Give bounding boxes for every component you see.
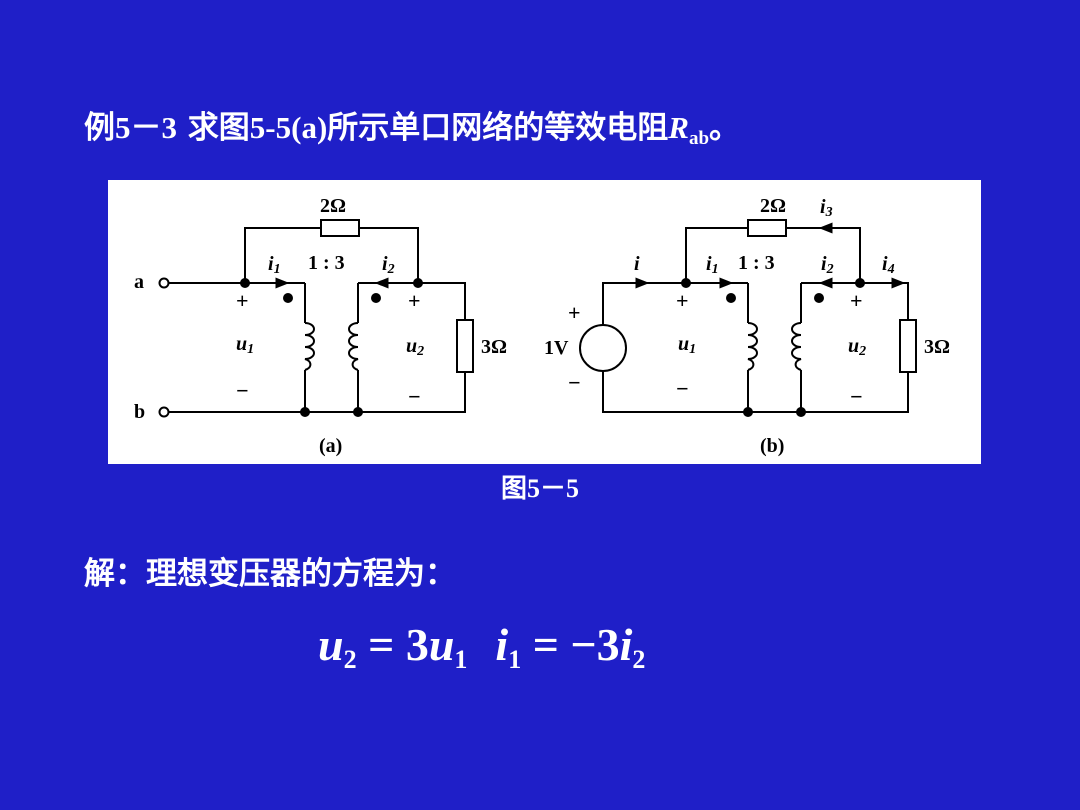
label-i1-a: i1 [268,253,281,277]
title-text: 所示单口网络的等效电阻 [327,110,669,146]
label-ratio-b: 1 : 3 [738,252,775,274]
label-i2-b: i2 [821,253,834,277]
voltage-source [579,324,627,372]
plus-u1-b: + [676,288,689,313]
label-u1-b: u1 [678,333,696,357]
resistance-symbol: R [668,110,689,145]
label-source-b: 1V [544,337,569,359]
nodes [240,278,865,417]
label-i4-b: i4 [882,253,895,277]
label-2ohm-a: 2Ω [320,195,346,217]
minus-u1-a: − [236,378,249,403]
circuit-figure: 2Ω i1 1 : 3 i2 a b + − u1 + − u2 3Ω (a) … [108,180,981,464]
label-fig-a: (a) [319,435,342,457]
equation-current: i1 = −3i2 [495,619,646,674]
label-i-b: i [634,253,640,275]
figure-reference: 5-5(a) [249,110,328,145]
label-fig-b: (b) [760,435,784,457]
dot-primary-a [283,293,293,303]
label-i2-a: i2 [382,253,395,277]
label-terminal-a: a [134,271,144,293]
title-suffix: 。 [709,110,741,146]
title-prefix: 例 [84,110,115,146]
label-3ohm-b: 3Ω [924,336,950,358]
dot-secondary-a [371,293,381,303]
equation-voltage: u2 = 3u1 [318,619,468,674]
dot-secondary-b [814,293,824,303]
minus-u1-b: − [676,376,689,401]
example-number: 5－3 [115,110,177,145]
circuit-a-wires [168,227,466,413]
terminal-a [158,277,170,289]
resistor-2ohm-a [320,219,360,237]
resistor-2ohm-b [747,219,787,237]
transformer-equations: u2 = 3u1 i1 = −3i2 [318,618,645,675]
label-i3-b: i3 [820,196,833,220]
label-3ohm-a: 3Ω [481,336,507,358]
plus-u2-a: + [408,288,421,313]
plus-u2-b: + [850,288,863,313]
plus-source-b: + [568,300,581,325]
plus-u1-a: + [236,288,249,313]
minus-u2-a: − [408,384,421,409]
dot-primary-b [726,293,736,303]
label-2ohm-b: 2Ω [760,195,786,217]
terminal-b [158,406,170,418]
title-middle: 求图 [187,110,250,146]
label-u1-a: u1 [236,333,254,357]
resistor-3ohm-a [456,319,474,373]
resistor-3ohm-b [899,319,917,373]
label-u2-a: u2 [406,335,424,359]
circuit-diagram: 2Ω i1 1 : 3 i2 a b + − u1 + − u2 3Ω (a) … [134,195,950,457]
resistance-subscript: ab [688,128,710,149]
label-i1-b: i1 [706,253,719,277]
solution-text: 解：理想变压器的方程为： [84,556,456,592]
figure-caption: 图5－5 [500,474,579,503]
slide-title: 例5－3 求图5-5(a)所示单口网络的等效电阻Rab。 [84,102,740,150]
label-u2-b: u2 [848,335,866,359]
minus-u2-b: − [850,384,863,409]
minus-source-b: − [568,370,581,395]
label-terminal-b: b [134,401,145,423]
label-ratio-a: 1 : 3 [308,252,345,274]
